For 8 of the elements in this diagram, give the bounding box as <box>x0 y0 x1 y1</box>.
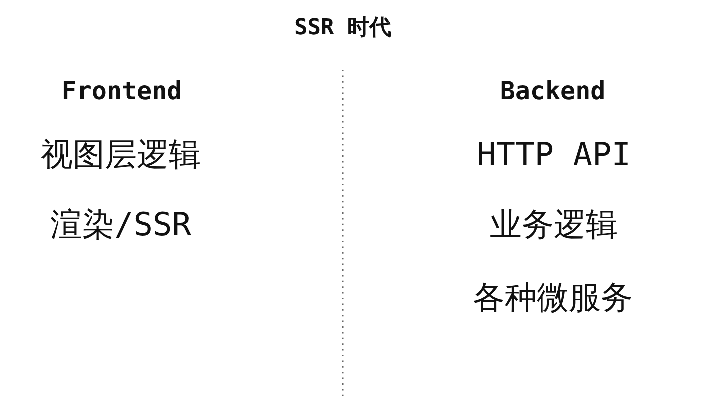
column-heading: Frontend <box>62 78 182 106</box>
diagram-title: SSR 时代 <box>294 15 392 41</box>
column-heading: Backend <box>500 78 606 106</box>
column-item: HTTP API <box>476 136 632 174</box>
column-item: 业务逻辑 <box>490 206 618 244</box>
column-item: 视图层逻辑 <box>41 136 201 174</box>
column-item: 渲染/SSR <box>50 206 192 244</box>
column-item: 各种微服务 <box>473 280 633 316</box>
